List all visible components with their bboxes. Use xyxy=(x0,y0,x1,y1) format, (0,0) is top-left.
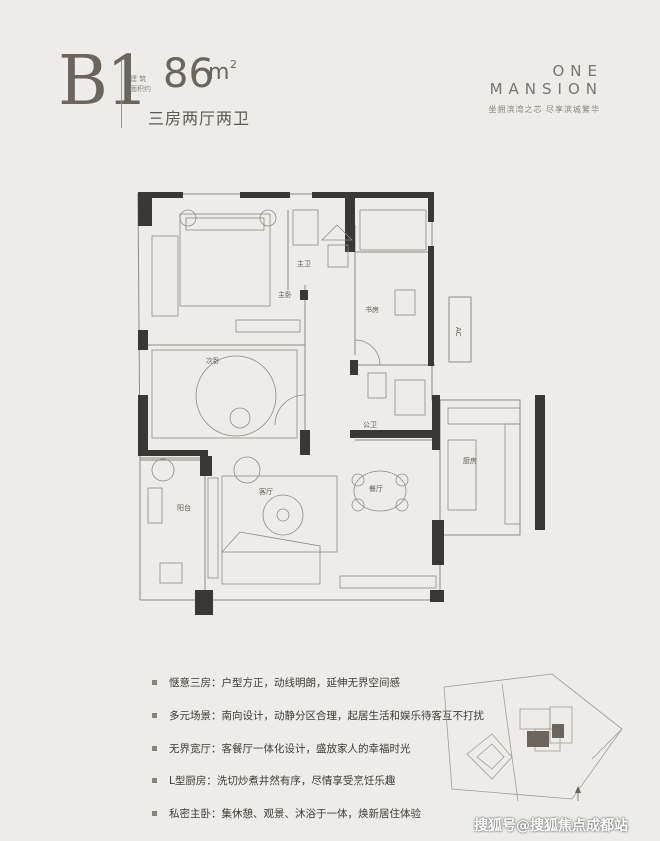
feature-item-2: 多元场景：南向设计，动静分区合理，起居生活和娱乐待客互不打扰 xyxy=(152,710,484,723)
feature-text: 洗切炒煮井然有序，尽情享受烹饪乐趣 xyxy=(216,775,396,787)
feature-title: 无界宽厅： xyxy=(169,743,222,755)
feature-text: 户型方正，动线明朗，延伸无界空间感 xyxy=(221,677,401,689)
feature-item-3: 无界宽厅：客餐厅一体化设计，盛放家人的幸福时光 xyxy=(152,743,411,756)
site-location-map xyxy=(443,673,623,802)
feature-text: 客餐厅一体化设计，盛放家人的幸福时光 xyxy=(221,743,411,755)
label-ac: AC xyxy=(454,327,462,337)
label-study: 书房 xyxy=(365,305,379,314)
unit-code: B1 xyxy=(58,42,149,121)
north-arrow-icon xyxy=(575,786,581,801)
area-unit: m xyxy=(208,60,230,85)
header-divider xyxy=(121,60,122,128)
feature-text: 南向设计，动静分区合理，起居生活和娱乐待客互不打扰 xyxy=(221,710,485,722)
area-superscript: 2 xyxy=(230,58,237,71)
feature-title: 私密主卧： xyxy=(169,808,222,820)
brand-name-line1: ONE xyxy=(552,62,603,80)
label-kitchen: 厨房 xyxy=(463,456,477,465)
watermark: 搜狐号@搜狐焦点成都站 xyxy=(474,818,628,834)
area-tag-1: 建 筑 xyxy=(130,75,147,83)
feature-title: L型厨房： xyxy=(169,775,217,787)
bullet-icon xyxy=(152,745,157,751)
bullet-icon xyxy=(152,679,157,685)
feature-item-5: 私密主卧：集休憩、观景、沐浴于一体，焕新居住体验 xyxy=(152,808,421,821)
area-tags: 建 筑 面积约 xyxy=(130,74,151,94)
label-second-bedroom: 次卧 xyxy=(206,356,220,365)
area-tag-2: 面积约 xyxy=(130,85,151,93)
feature-item-1: 惬意三房：户型方正，动线明朗，延伸无界空间感 xyxy=(152,677,400,690)
label-master-bedroom: 主卧 xyxy=(278,290,292,299)
area-value: 86 xyxy=(163,51,214,97)
feature-item-4: L型厨房：洗切炒煮井然有序，尽情享受烹饪乐趣 xyxy=(152,775,395,788)
bullet-icon xyxy=(152,712,157,718)
feature-title: 惬意三房： xyxy=(169,677,222,689)
label-living-room: 客厅 xyxy=(259,487,273,496)
brand-slogan: 坐拥滨湾之芯 尽享滨城繁华 xyxy=(488,105,600,114)
brand-name-line2: MANSION xyxy=(489,80,603,98)
label-balcony: 阳台 xyxy=(177,503,191,512)
label-public-bath: 公卫 xyxy=(363,421,377,429)
bullet-icon xyxy=(152,810,157,816)
bullet-icon xyxy=(152,777,157,783)
label-master-bath: 主卫 xyxy=(297,259,311,268)
feature-text: 集休憩、观景、沐浴于一体，焕新居住体验 xyxy=(221,808,422,820)
layout-type: 三房两厅两卫 xyxy=(148,109,251,128)
feature-title: 多元场景： xyxy=(169,710,222,722)
label-dining-room: 餐厅 xyxy=(369,484,383,493)
